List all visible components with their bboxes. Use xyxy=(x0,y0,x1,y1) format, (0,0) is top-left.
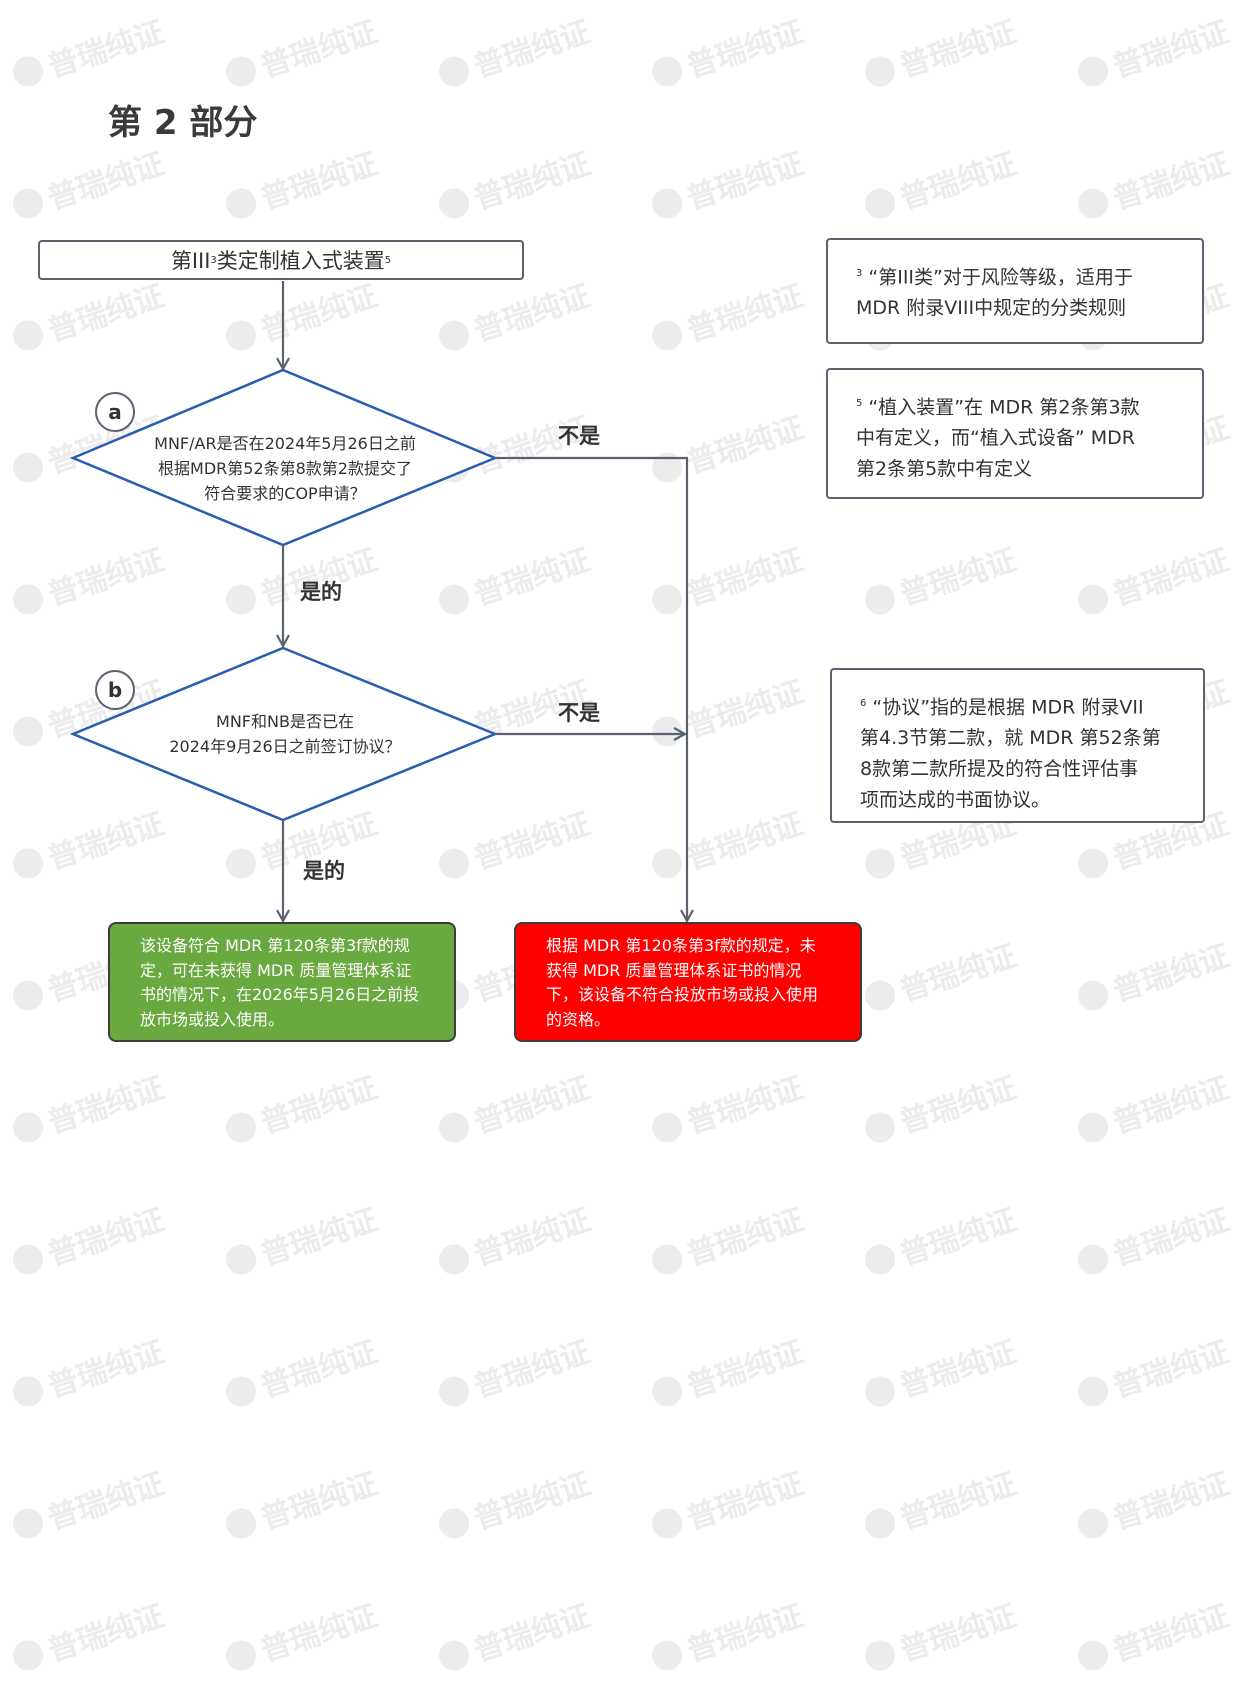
footnote-ref-3: 3 xyxy=(210,254,217,266)
connector-a-no xyxy=(495,456,687,920)
note-line: 6“协议”指的是根据 MDR 附录VII xyxy=(860,696,1144,719)
note-line: 3“第III类”对于风险等级，适用于 xyxy=(856,266,1133,289)
footnote-marker: 5 xyxy=(856,398,863,409)
result-noncompliant-box: 根据 MDR 第120条第3f款的规定，未 获得 MDR 质量管理体系证书的情况… xyxy=(514,922,862,1042)
decision-b-no-label: 不是 xyxy=(558,701,600,725)
footnote-3-box: 3“第III类”对于风险等级，适用于 MDR 附录VIII中规定的分类规则 xyxy=(826,238,1204,344)
result-line: 获得 MDR 质量管理体系证书的情况 xyxy=(546,960,802,980)
result-line: 放市场或投入使用。 xyxy=(140,1009,285,1029)
decision-a-yes-label: 是的 xyxy=(300,580,342,604)
decision-a-no-label: 不是 xyxy=(558,424,600,448)
result-line: 根据 MDR 第120条第3f款的规定，未 xyxy=(546,936,816,955)
decision-b-line: MNF和NB是否已在 xyxy=(216,712,354,731)
section-title: 第 2 部分 xyxy=(108,103,258,143)
note-line: 5“植入装置”在 MDR 第2条第3款 xyxy=(856,396,1140,419)
decision-a-line: 根据MDR第52条第8款第2款提交了 xyxy=(158,459,412,478)
note-line: 第4.3节第二款，就 MDR 第52条第 xyxy=(860,727,1161,750)
note-line: 中有定义，而“植入式设备” MDR xyxy=(856,427,1135,450)
note-line: 第2条第5款中有定义 xyxy=(856,458,1033,481)
result-line: 该设备符合 MDR 第120条第3f款的规 xyxy=(140,936,410,955)
decision-a-badge: a xyxy=(95,392,135,432)
decision-a-line: MNF/AR是否在2024年5月26日之前 xyxy=(154,434,416,453)
result-line: 书的情况下，在2026年5月26日之前投 xyxy=(140,985,420,1004)
decision-b-question: MNF和NB是否已在 2024年9月26日之前签订协议？ xyxy=(140,709,430,759)
footnote-ref-5: 5 xyxy=(384,254,392,266)
footnote-6-box: 6“协议”指的是根据 MDR 附录VII 第4.3节第二款，就 MDR 第52条… xyxy=(830,668,1205,823)
result-compliant-box: 该设备符合 MDR 第120条第3f款的规 定，可在未获得 MDR 质量管理体系… xyxy=(108,922,456,1042)
decision-a-line: 符合要求的COP申请？ xyxy=(204,484,366,503)
result-line: 的资格。 xyxy=(546,1009,611,1029)
decision-a-question: MNF/AR是否在2024年5月26日之前 根据MDR第52条第8款第2款提交了… xyxy=(140,431,430,506)
decision-b-badge: b xyxy=(95,670,135,710)
result-line: 定，可在未获得 MDR 质量管理体系证 xyxy=(140,960,412,980)
footnote-5-box: 5“植入装置”在 MDR 第2条第3款 中有定义，而“植入式设备” MDR 第2… xyxy=(826,368,1204,499)
decision-b-line: 2024年9月26日之前签订协议？ xyxy=(169,737,401,756)
footnote-marker: 3 xyxy=(856,268,863,279)
decision-b-yes-label: 是的 xyxy=(303,859,345,883)
note-line: 项而达成的书面协议。 xyxy=(860,789,1051,812)
note-line: 8款第二款所提及的符合性评估事 xyxy=(860,758,1139,781)
note-line: MDR 附录VIII中规定的分类规则 xyxy=(856,297,1127,320)
start-text-2: 类定制植入式装置 xyxy=(216,249,385,273)
result-line: 下，该设备不符合投放市场或投入使用 xyxy=(546,985,819,1004)
start-text: 第III xyxy=(170,249,211,273)
footnote-marker: 6 xyxy=(860,698,867,709)
